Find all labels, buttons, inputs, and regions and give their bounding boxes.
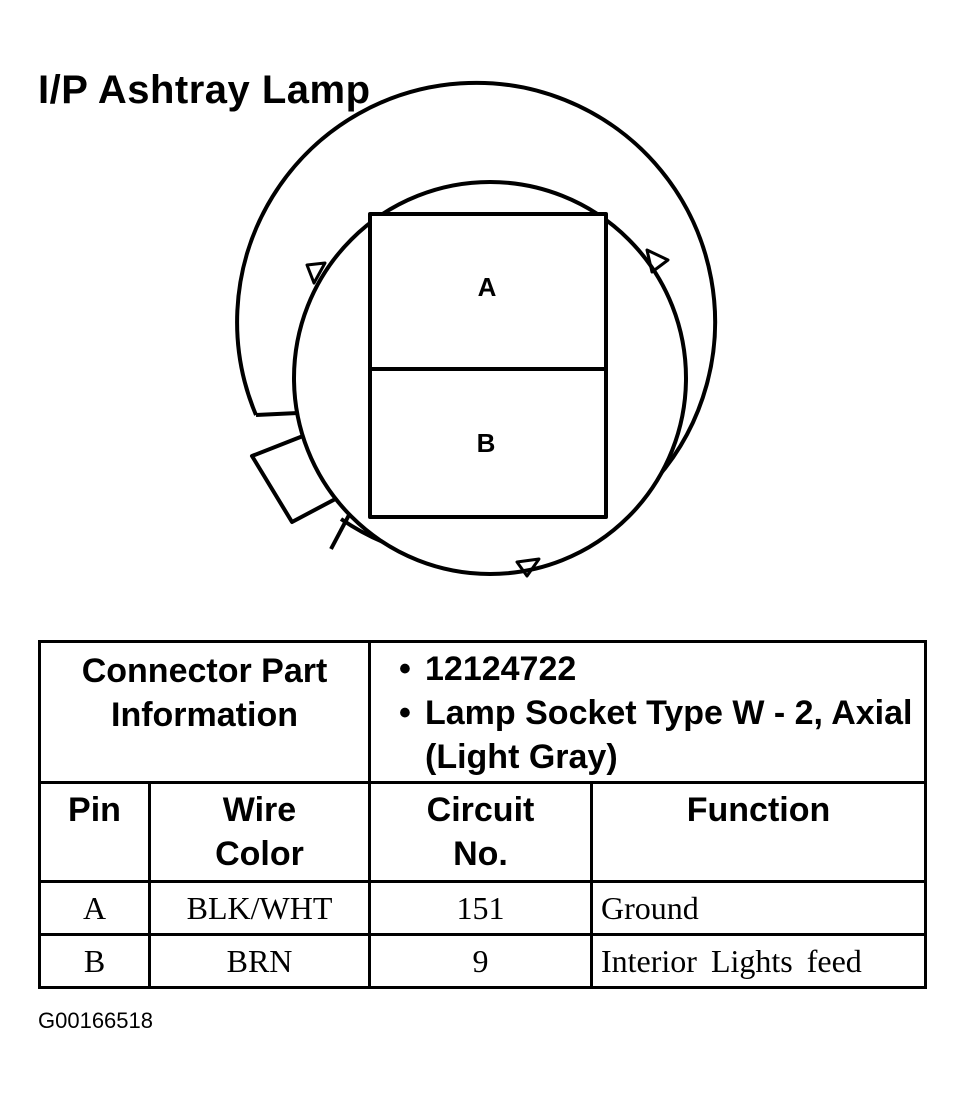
row-b-pin: B bbox=[38, 933, 151, 989]
header-circuit-no-cell: Circuit No. bbox=[368, 781, 593, 883]
cavity-a bbox=[368, 212, 608, 371]
header-wire-color-cell: Wire Color bbox=[148, 781, 371, 883]
row-a-wire-color: BLK/WHT bbox=[148, 880, 371, 936]
header-pin-cell: Pin bbox=[38, 781, 151, 883]
diagram-title: I/P Ashtray Lamp bbox=[38, 68, 371, 112]
alignment-mark-right bbox=[645, 248, 670, 274]
header-pin: Pin bbox=[68, 791, 121, 829]
connector-face-diagram: A B bbox=[235, 80, 718, 578]
part-info-label-cell: Connector Part Information bbox=[38, 640, 371, 784]
row-b-circuit-no: 9 bbox=[368, 933, 593, 989]
cavity-a-label: A bbox=[478, 272, 497, 302]
part-info-label: Connector Part Information bbox=[81, 652, 328, 734]
header-function-cell: Function bbox=[590, 781, 927, 883]
alignment-mark-left bbox=[305, 261, 327, 285]
table-row: B BRN 9 Interior Lights feed bbox=[38, 933, 927, 989]
figure-id: G00166518 bbox=[38, 1008, 153, 1033]
row-a-circuit-no: 151 bbox=[368, 880, 593, 936]
outer-ring-cap bbox=[255, 411, 299, 417]
socket-type: Lamp Socket Type W - 2, Axial (Light Gra… bbox=[399, 691, 924, 779]
row-a-pin: A bbox=[38, 880, 151, 936]
part-info-row: Connector Part Information 12124722 Lamp… bbox=[38, 640, 927, 784]
table-row: A BLK/WHT 151 Ground bbox=[38, 880, 927, 936]
header-function: Function bbox=[686, 791, 831, 829]
cavity-b bbox=[368, 367, 608, 519]
header-wire-color: Wire Color bbox=[215, 791, 304, 873]
alignment-mark-bottom bbox=[515, 557, 541, 578]
connector-info-table: Connector Part Information 12124722 Lamp… bbox=[38, 640, 927, 989]
column-header-row: Pin Wire Color Circuit No. Function bbox=[38, 781, 927, 883]
cavity-b-label: B bbox=[477, 428, 496, 458]
part-number: 12124722 bbox=[399, 647, 924, 691]
part-info-value-cell: 12124722 Lamp Socket Type W - 2, Axial (… bbox=[368, 640, 927, 784]
row-b-wire-color: BRN bbox=[148, 933, 371, 989]
row-a-function: Ground bbox=[590, 880, 927, 936]
header-circuit-no: Circuit No. bbox=[426, 791, 535, 873]
row-b-function: Interior Lights feed bbox=[590, 933, 927, 989]
outer-ring-lower-cap bbox=[329, 514, 351, 550]
part-info-list: 12124722 Lamp Socket Type W - 2, Axial (… bbox=[371, 643, 924, 779]
